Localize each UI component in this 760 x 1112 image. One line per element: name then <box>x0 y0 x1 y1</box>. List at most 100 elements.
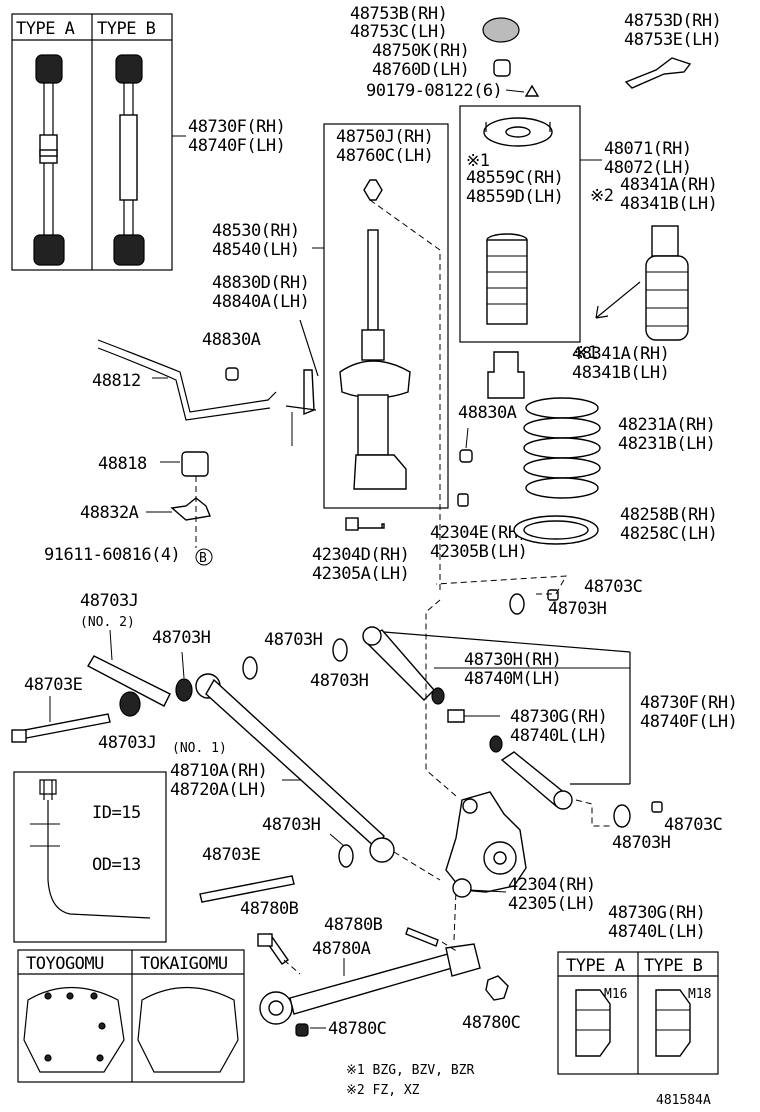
label-48780a: 48780A <box>312 939 371 959</box>
dashed-guide-strut <box>369 199 441 590</box>
label-48730f-right: 48730F(RH) <box>640 693 737 713</box>
label-note1-marker-b: ※1 <box>574 343 598 363</box>
label-48730g-bot: 48730G(RH) <box>608 903 705 923</box>
upper-support-mount <box>483 117 553 147</box>
bracket-part <box>624 57 692 89</box>
label-48530: 48530(RH) <box>212 221 300 241</box>
bolt-48780b-mid <box>405 927 439 947</box>
label-48818: 48818 <box>98 454 147 474</box>
washer-48703h-c <box>332 638 348 662</box>
label-90179: 90179-08122(6) <box>366 81 502 101</box>
nut-48780c-left <box>295 1023 309 1037</box>
label-48760c: 48760C(LH) <box>336 146 433 166</box>
label-48830a-right: 48830A <box>458 403 517 423</box>
label-48703j-no1: 48703J <box>98 733 156 753</box>
label-48341b-top: 48341B(LH) <box>620 194 717 214</box>
label-48703c-top: 48703C <box>584 577 642 597</box>
trailing-arm <box>195 673 395 863</box>
washer-48703h-top <box>509 593 525 615</box>
stabilizer-link-nut <box>225 367 239 381</box>
label-42305a: 42305A(LH) <box>312 564 409 584</box>
inset-nut-type-a: TYPE A <box>566 956 625 976</box>
label-48072: 48072(LH) <box>604 158 692 178</box>
inset-od: OD=13 <box>92 855 141 875</box>
label-48730f-top: 48730F(RH) <box>188 117 285 137</box>
footnote-1: ※1 BZG, BZV, BZR <box>346 1063 474 1078</box>
nut-42304e <box>457 493 469 507</box>
label-48559d: 48559D(LH) <box>466 187 563 207</box>
label-42304e: 42304E(RH) <box>430 523 527 543</box>
callout-b-circle <box>195 548 213 566</box>
label-48750k: 48750K(RH) <box>372 41 469 61</box>
label-48740m: 48740M(LH) <box>464 669 561 689</box>
label-48753e: 48753E(LH) <box>624 30 721 50</box>
link-rod-type-a <box>33 54 65 266</box>
label-48830a-left: 48830A <box>202 330 261 350</box>
adjust-bolt <box>447 709 465 723</box>
label-48740f-right: 48740F(LH) <box>640 712 737 732</box>
label-48703e-left: 48703E <box>24 675 83 695</box>
washer-48703h-d <box>338 844 354 868</box>
inset-nut-size-a: M16 <box>604 987 627 1002</box>
washer-48703h-b <box>242 656 258 680</box>
label-42304d: 42304D(RH) <box>312 545 409 565</box>
label-48710a: 48710A(RH) <box>170 761 267 781</box>
washer-48703h-a <box>175 678 193 702</box>
label-48740l-mid: 48740L(LH) <box>510 726 607 746</box>
callout-b-text: B <box>199 551 207 566</box>
label-48730g-mid: 48730G(RH) <box>510 707 607 727</box>
label-no2: (NO. 2) <box>80 615 135 630</box>
label-48231a: 48231A(RH) <box>618 415 715 435</box>
label-48740l-bot: 48740L(LH) <box>608 922 705 942</box>
label-48740f-top: 48740F(LH) <box>188 136 285 156</box>
nut-48703c-right <box>651 801 663 813</box>
link-plate-no2 <box>87 655 171 707</box>
bolt-48703e-mid <box>199 875 295 903</box>
nut-type-b-shape <box>655 989 691 1057</box>
label-48258c: 48258C(LH) <box>620 524 717 544</box>
label-48750j: 48750J(RH) <box>336 127 433 147</box>
inset-tokaigomu-label: TOKAIGOMU <box>140 954 228 974</box>
label-48760d: 48760D(LH) <box>372 60 469 80</box>
label-42305: 42305(LH) <box>508 894 596 914</box>
inset-type-a-label: TYPE A <box>16 19 75 39</box>
label-note2-marker: ※2 <box>590 186 613 206</box>
bushing-bracket <box>170 497 211 521</box>
footnote-2: ※2 FZ, XZ <box>346 1083 420 1098</box>
label-48780c-right: 48780C <box>462 1013 520 1033</box>
label-42304: 42304(RH) <box>508 875 596 895</box>
label-48341a-mid: 48341A(RH) <box>572 344 669 364</box>
label-91611: 91611-60816(4) <box>44 545 180 565</box>
label-48703h-b: 48703H <box>264 630 323 650</box>
label-48703h-top: 48703H <box>548 599 607 619</box>
label-48753b: 48753B(RH) <box>350 4 447 24</box>
stabilizer-link <box>303 369 315 416</box>
lateral-link-48780a <box>259 943 481 1025</box>
label-48832a: 48832A <box>80 503 139 523</box>
label-48341a-top: 48341A(RH) <box>620 175 717 195</box>
coil-spring <box>523 397 601 499</box>
nut-48830a <box>459 449 473 463</box>
spring-seat-frame <box>459 105 581 343</box>
washer-48703j <box>119 691 141 717</box>
shock-absorber-frame <box>323 123 449 509</box>
label-48231b: 48231B(LH) <box>618 434 715 454</box>
inset-toyogomu-label: TOYOGOMU <box>26 954 104 974</box>
link-rod-type-b <box>113 54 145 266</box>
shock-absorber-strut <box>339 179 411 490</box>
nut-48703c-top <box>547 589 559 601</box>
label-48071: 48071(RH) <box>604 139 692 159</box>
inset-nut-types: TYPE A TYPE B M16 M18 <box>557 951 719 1075</box>
washer-48703h-e <box>613 804 631 828</box>
bumper-cap-part <box>482 17 520 43</box>
nut-part-top <box>524 84 540 97</box>
label-48703c-right: 48703C <box>664 815 722 835</box>
label-48780b-mid: 48780B <box>324 915 383 935</box>
label-48812: 48812 <box>92 371 141 391</box>
bump-stopper <box>487 351 525 399</box>
diagram-id: 481584A <box>656 1093 711 1108</box>
label-48780c-left: 48780C <box>328 1019 386 1039</box>
bump-stopper-boot-alt <box>645 225 689 341</box>
label-48703h-d: 48703H <box>262 815 321 835</box>
label-48753c: 48753C(LH) <box>350 22 447 42</box>
